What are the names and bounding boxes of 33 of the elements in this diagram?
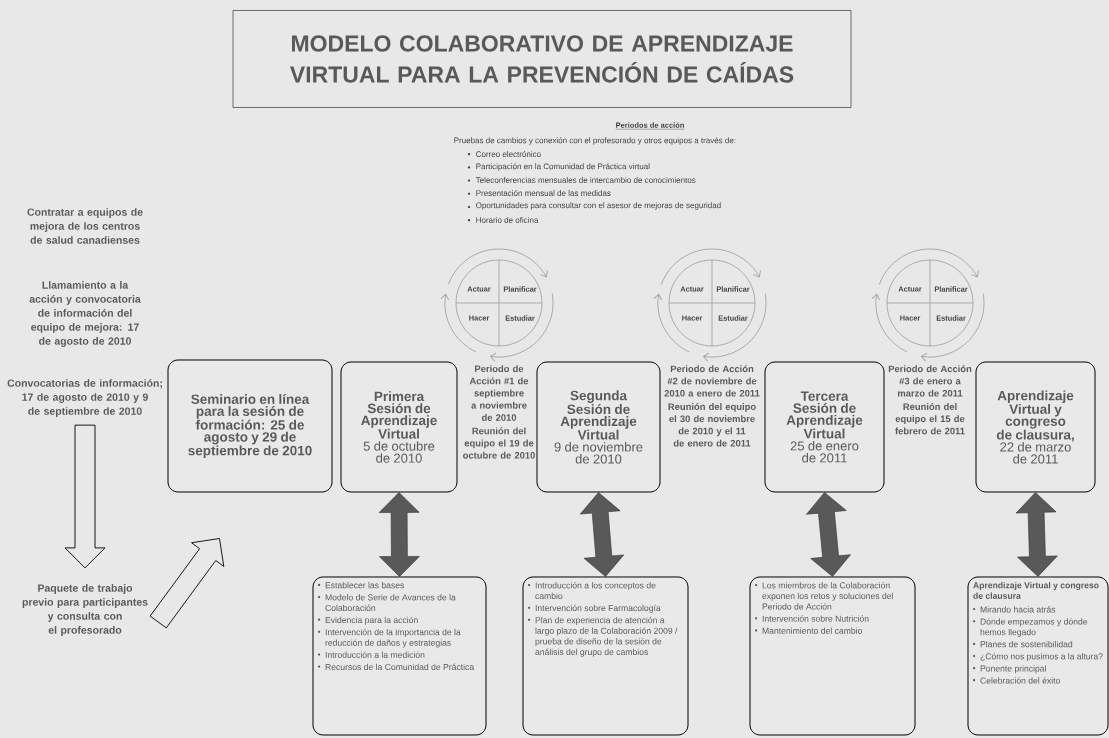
period-text: Periodo de Acción #2 de noviembre de 2010 a enero de 2011 [664, 365, 760, 397]
bullet-item: Presentación mensual de las medidas [476, 190, 611, 196]
topic-list-box: Aprendizaje Virtual y congreso de clausura Mirando hacia atrás Dónde empezamos y dónde hemos llegado Planes de sostenibilidad ¿Cómo nos pusimos a la altura? Ponente principal Celebración del éxito [967, 576, 1109, 736]
meeting-text: Reunión del equipo el 19 de octubre de 2010 [463, 427, 535, 459]
hollow-arrow [149, 538, 225, 629]
step-text: Contratar a equipos de mejora de los centros de salud canadienses [27, 208, 143, 244]
double-arrow [378, 492, 420, 577]
session-box: Tercera Sesión de Aprendizaje Virtual 25 de enero de 2011 [764, 361, 885, 493]
bullet-item: Horario de oficina [476, 217, 539, 223]
bullet-item: Teleconferencias mensuales de intercambio de conocimientos [475, 177, 696, 183]
bullet-item: Oportunidades para consultar con el asesor de mejoras de seguridad [476, 202, 721, 210]
session-box: Segunda Sesión de Aprendizaje Virtual 9 de noviembre de 2010 [536, 361, 661, 493]
session-box: Seminario en línea para la sesión de formación: 25 de agosto y 29 de septiembre de 2010 [167, 359, 333, 493]
session-box: Primera Sesión de Aprendizaje Virtual 5 de octubre de 2010 [340, 361, 458, 493]
topic-list-box: Introducción a los conceptos de cambio Intervención sobre Farmacología Plan de experiencia de atención a largo plazo de la Colaboración 2009 / prueba de diseño de la sesión de análisis del grupo de cambios [522, 576, 689, 736]
step-text: Paquete de trabajo previo para participantes y consulta con el profesorado [22, 584, 148, 636]
meeting-text: Reunión del equipo el 15 de febrero de 2011 [895, 403, 965, 435]
step-text: Llamamiento a la acción y convocatoria de información del equipo de mejora: 17 de agosto de 2010 [29, 281, 141, 347]
bullet-item: Correo electrónico [476, 151, 541, 157]
bullet-item: Participación en la Comunidad de Práctica virtual [476, 163, 650, 171]
topic-list-box: Establecer las bases Modelo de Serie de Avances de la Colaboración Evidencia para la acción Intervención de la importancia de la reducción de daños y estrategias Introducción a la medición Recursos de la Comunidad de Práctica [312, 576, 487, 736]
title-box: MODELO COLABORATIVO DE APRENDIZAJE VIRTUAL PARA LA PREVENCIÓN DE CAÍDAS [232, 10, 852, 108]
intro-text: Pruebas de cambios y conexión con el profesorado y otros equipos a través de: [454, 137, 736, 145]
period-text: Periodo de Acción #3 de enero a marzo de 2011 [888, 365, 972, 397]
topic-list-box: Los miembros de la Colaboración exponen los retos y soluciones del Periodo de Acción Intervención sobre Nutrición Mantenimiento del cambio [749, 576, 916, 736]
period-text: Periodo de Acción #1 de septiembre a noviembre de 2010 [469, 365, 529, 421]
double-arrow [579, 492, 625, 577]
double-arrow [806, 492, 851, 577]
meeting-text: Reunión del equipo el 30 de noviembre de 2010 y el 11 de enero de 2011 [668, 403, 756, 447]
hollow-arrow [64, 424, 106, 569]
session-box: Aprendizaje Virtual y congreso de clausura, 22 de marzo de 2011 [975, 361, 1096, 493]
double-arrow [1015, 492, 1058, 577]
step-text: Convocatorias de información; 17 de agosto de 2010 y 9 de septiembre de 2010 [7, 379, 162, 417]
